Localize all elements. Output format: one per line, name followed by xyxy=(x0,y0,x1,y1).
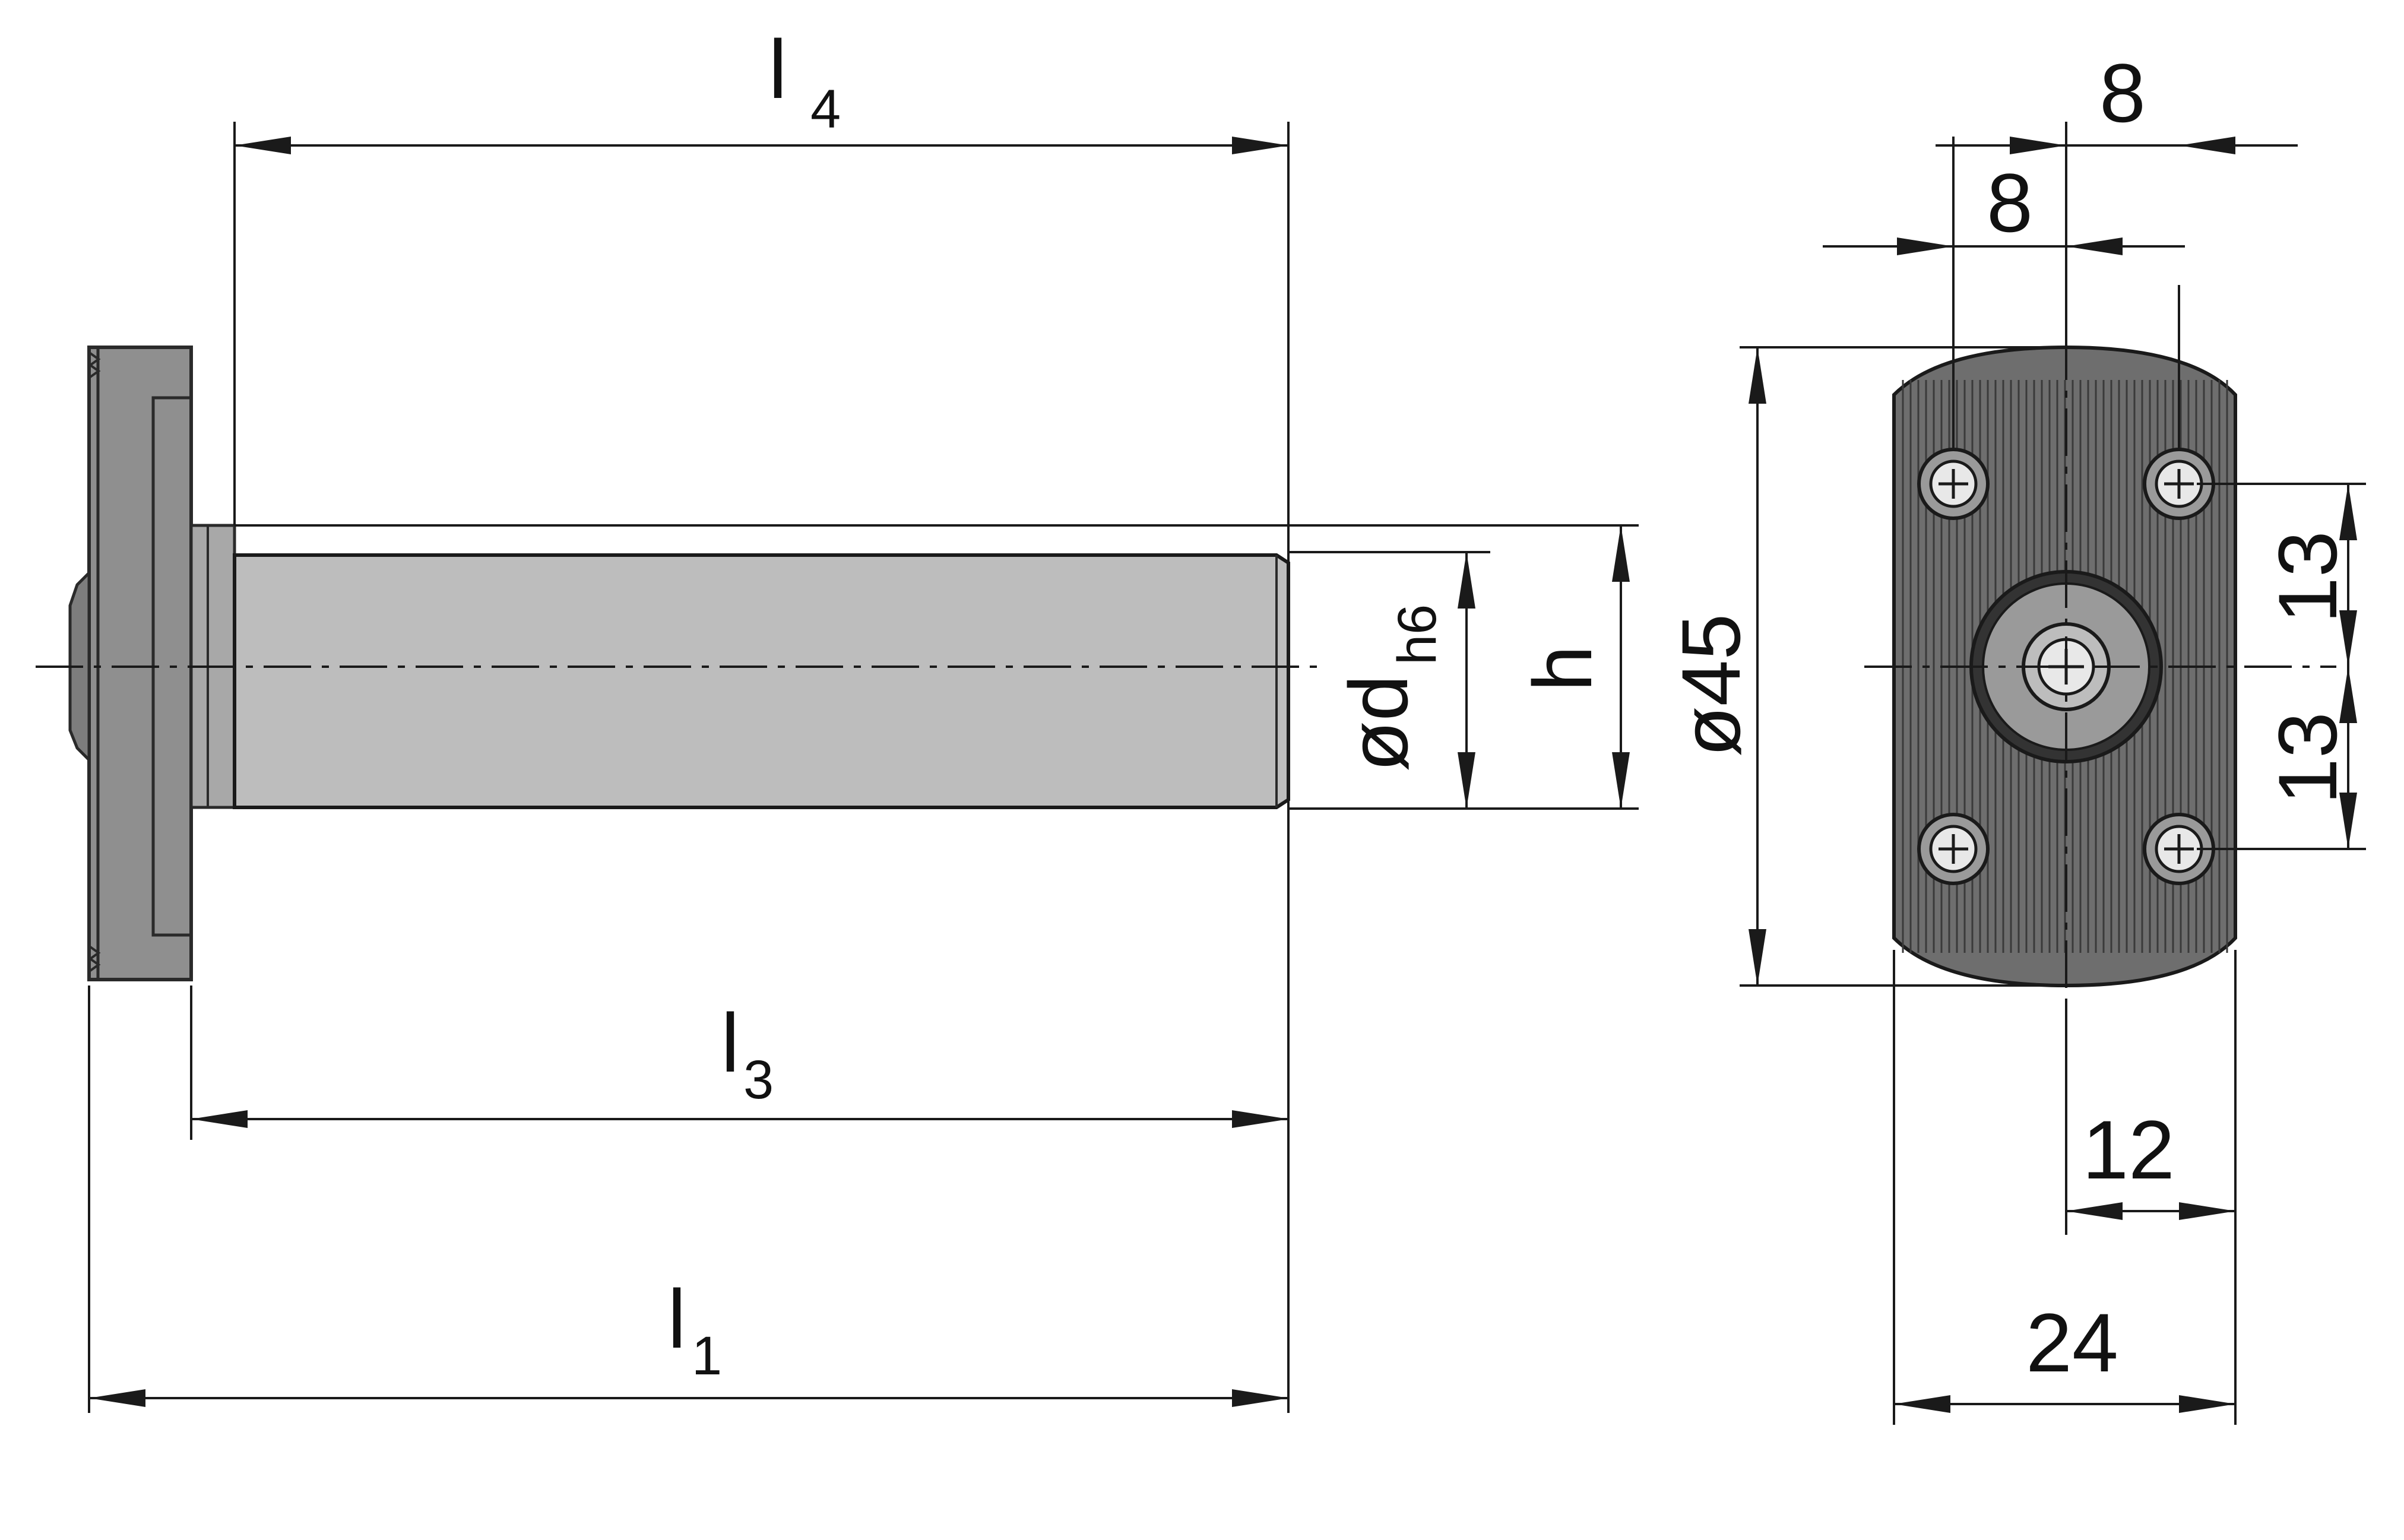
flange-knurl-bottom xyxy=(88,946,101,972)
dim-12: 12 xyxy=(2066,1103,2235,1220)
dia-45-label: ø45 xyxy=(1664,614,1757,757)
l1-label: l xyxy=(667,1272,686,1365)
flange-knurl-top xyxy=(88,352,101,378)
l3-subscript: 3 xyxy=(743,1050,774,1110)
dim-mid-8: 8 xyxy=(1823,156,2185,255)
front-centerlines xyxy=(1864,332,2336,1003)
dim-diameter-45: ø45 xyxy=(1664,347,1766,986)
screw-hole-bottom-left xyxy=(1917,813,1990,885)
dim-24: 24 xyxy=(1894,1296,2235,1413)
dim-13-upper: 13 xyxy=(2261,484,2357,667)
dim-h: h xyxy=(1516,525,1630,809)
lower-13-label: 13 xyxy=(2261,712,2354,804)
dim-l1: l 1 xyxy=(89,1272,1288,1407)
d-subscript: h6 xyxy=(1387,604,1448,665)
dim-l4: l 4 xyxy=(235,23,1288,154)
screw-hole-top-left xyxy=(1917,448,1990,520)
side-view: l 4 l 3 l 1 ød h6 xyxy=(36,23,1639,1413)
dim-l3: l 3 xyxy=(191,996,1288,1128)
flange-body xyxy=(87,346,193,981)
screw-hole-bottom-right xyxy=(2143,813,2215,885)
dim-diameter-d: ød h6 xyxy=(1332,552,1475,809)
h-label: h xyxy=(1516,645,1609,692)
dim-top-8: 8 xyxy=(1936,46,2298,154)
d-label: ød xyxy=(1332,675,1425,772)
l1-subscript: 1 xyxy=(692,1326,722,1386)
dim-13-lower: 13 xyxy=(2261,667,2357,849)
l3-label: l xyxy=(721,996,739,1089)
top-8-label: 8 xyxy=(2099,46,2146,140)
l4-label: l xyxy=(768,23,787,116)
front-extension-lines xyxy=(1740,122,2366,1425)
l4-subscript: 4 xyxy=(810,79,841,140)
upper-13-label: 13 xyxy=(2261,531,2354,623)
side-extension-lines xyxy=(88,122,1639,1413)
shaft-body xyxy=(233,553,1290,809)
front-view: ø45 8 8 13 xyxy=(1664,46,2366,1425)
screw-hole-top-right xyxy=(2143,448,2215,520)
dim-12-label: 12 xyxy=(2082,1103,2175,1196)
dim-24-label: 24 xyxy=(2026,1296,2118,1389)
mid-8-label: 8 xyxy=(1987,156,2033,249)
